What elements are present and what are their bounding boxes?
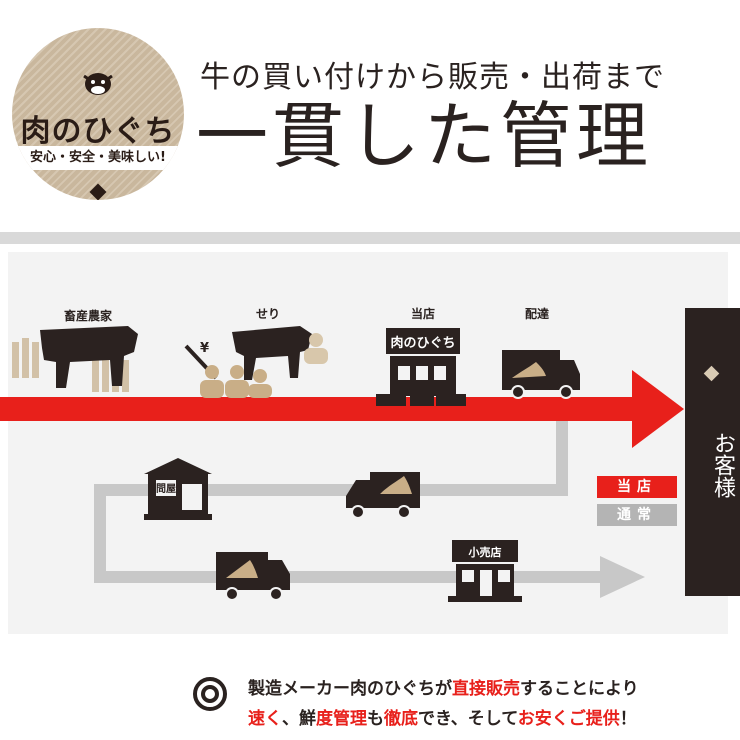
footer-text: 、鮮	[282, 709, 316, 729]
auction-yen-mark: ¥	[200, 341, 209, 356]
customer-bar	[685, 308, 740, 596]
headline: 一貫した管理	[196, 94, 653, 178]
footer-text: 製造メーカー肉のひぐちが	[248, 679, 452, 699]
wholesaler-label: 問屋	[156, 483, 176, 495]
farm-icon	[12, 326, 138, 392]
auction-icon	[184, 326, 328, 398]
badge-tagline: 安心・安全・美味しい!	[30, 150, 166, 165]
footer-highlight: 度管理	[316, 709, 367, 729]
cow-mascot-icon	[83, 73, 113, 95]
retail-truck-icon	[216, 552, 290, 601]
direct-route-bar	[0, 397, 640, 421]
footer-text: ！	[619, 709, 637, 729]
stage-label-auction: せり	[256, 307, 280, 321]
brand-logo: 肉のひぐち	[20, 114, 176, 149]
footer-text: でき、そして	[418, 709, 518, 729]
stage-label-store: 当店	[411, 306, 435, 321]
footer-text: も	[367, 709, 384, 729]
legend-normal-route: 通常	[597, 504, 677, 526]
store-icon	[376, 328, 466, 406]
legend-our-store: 当店	[597, 476, 677, 498]
footer-highlight: お安く	[517, 709, 569, 729]
retailer-label: 小売店	[468, 545, 502, 559]
footer-highlight: 直接販売	[452, 679, 520, 699]
footer-line-2: 速く、鮮度管理も徹底でき、そしてお安くご提供！	[248, 704, 740, 729]
footer-text: することにより	[520, 679, 639, 699]
direct-route-arrowhead	[632, 370, 684, 448]
customer-label: お客様	[710, 432, 735, 498]
wholesaler-icon	[144, 458, 212, 520]
footer-highlight: 徹底	[384, 709, 418, 729]
subtitle: 牛の買い付けから販売・出荷まで	[200, 60, 665, 95]
brand-badge: 肉のひぐち 安心・安全・美味しい!	[12, 28, 184, 200]
normal-route-arrowhead	[600, 556, 645, 598]
divider	[0, 232, 740, 244]
store-sign: 肉のひぐち	[390, 335, 455, 351]
footer-line-1: 製造メーカー肉のひぐちが直接販売することにより	[248, 674, 740, 699]
retailer-icon	[448, 540, 522, 602]
footer-highlight: ご提供	[568, 709, 620, 729]
stage-label-farm: 畜産農家	[64, 308, 113, 323]
wholesale-truck-icon	[346, 472, 420, 519]
footer-highlight: 速く	[248, 709, 282, 729]
badge-band	[12, 146, 184, 170]
delivery-truck-icon	[502, 350, 580, 399]
stage-label-delivery: 配達	[525, 306, 549, 321]
double-circle-icon	[193, 677, 227, 711]
